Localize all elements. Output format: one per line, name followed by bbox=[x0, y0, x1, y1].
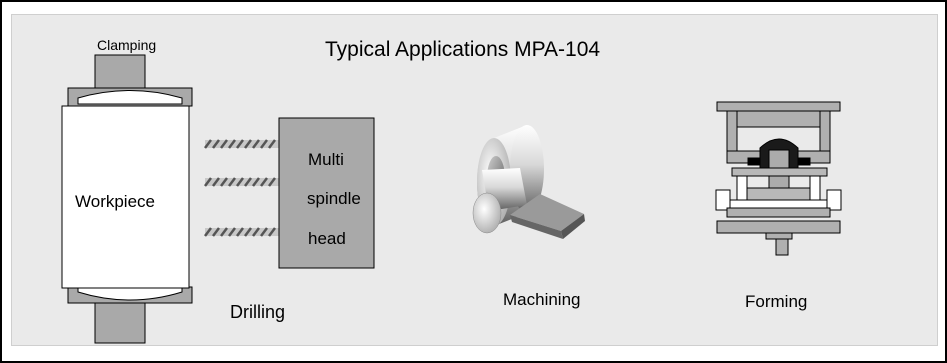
clamping-label: Clamping bbox=[97, 37, 157, 53]
spindle-head-label-line-1: Multi bbox=[308, 150, 344, 169]
clamping-fixture bbox=[67, 54, 193, 344]
diagram-title: Typical Applications MPA-104 bbox=[325, 38, 601, 61]
forming-label: Forming bbox=[745, 292, 808, 311]
spindle-head-label-line-2: spindle bbox=[307, 189, 361, 208]
workpiece-block bbox=[61, 105, 190, 289]
machining-label: Machining bbox=[503, 290, 581, 309]
forming-illustration bbox=[715, 101, 842, 256]
multi-spindle-head-block bbox=[278, 117, 375, 269]
machining-illustration bbox=[472, 125, 585, 239]
workpiece-label: Workpiece bbox=[75, 192, 155, 211]
spindle-head-label-line-3: head bbox=[308, 229, 346, 248]
drilling-label: Drilling bbox=[230, 302, 286, 322]
drill-bits bbox=[204, 139, 279, 237]
